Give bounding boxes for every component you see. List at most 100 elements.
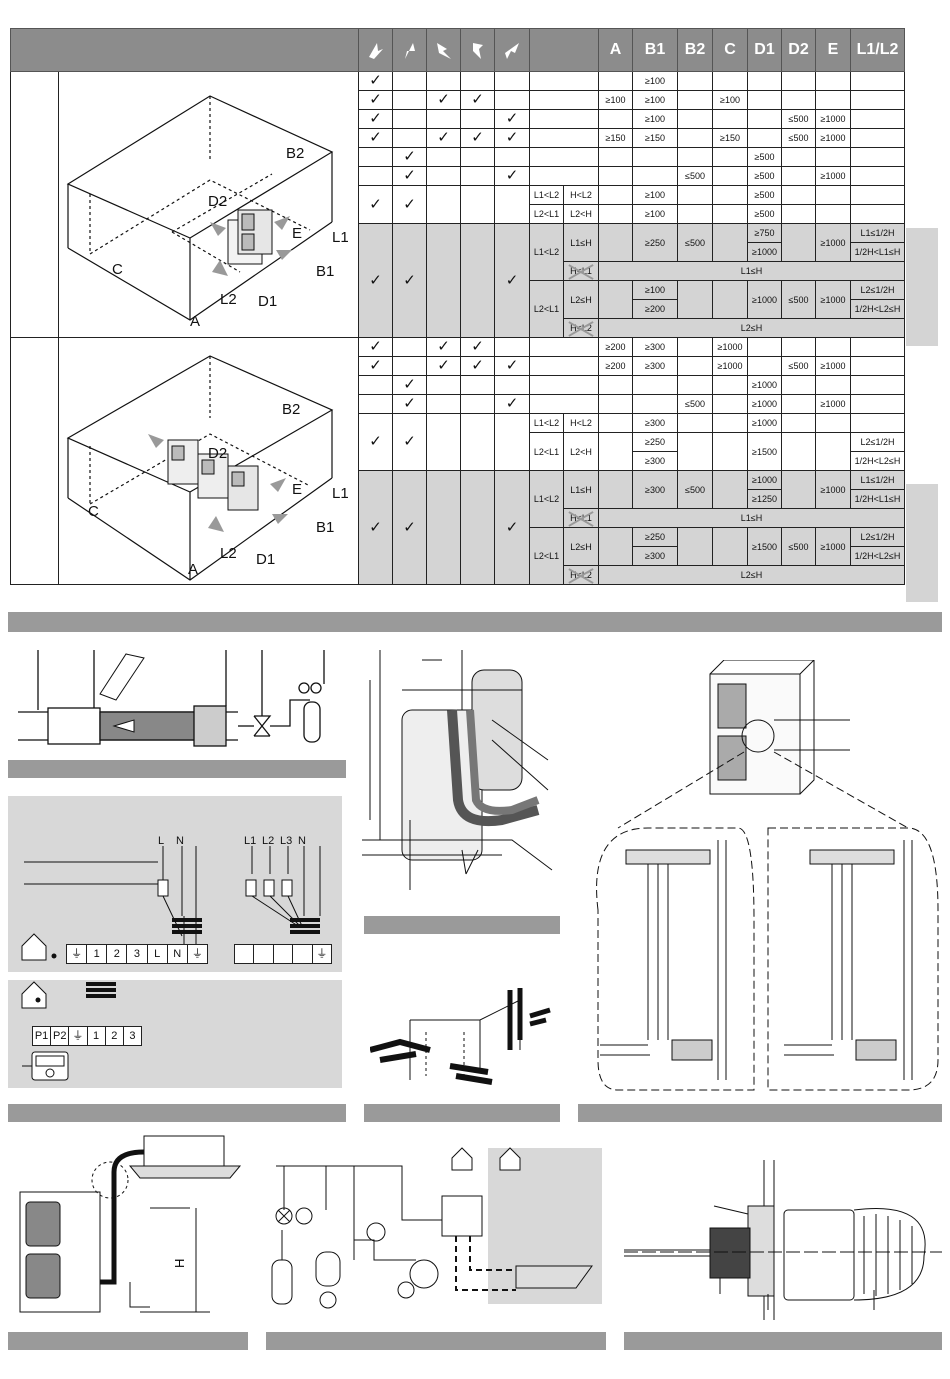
check-cell: ✓ xyxy=(460,128,495,148)
value-cell xyxy=(815,90,851,110)
header-col-l1l2: L1/L2 xyxy=(850,28,905,72)
header-col-b2: B2 xyxy=(677,28,713,72)
value-cell xyxy=(712,394,748,414)
value-cell: ≥1000 xyxy=(815,223,851,262)
condition-cell: L2<L1 xyxy=(529,204,564,224)
table-cell xyxy=(712,470,748,509)
check-cell xyxy=(426,470,461,585)
table-row: ✓✓✓✓≥150≥150≥150≤500≥1000 xyxy=(11,128,905,148)
value-cell xyxy=(712,204,748,224)
table-cell xyxy=(850,413,905,433)
value-cell xyxy=(632,375,678,395)
value-cell: ≥100 xyxy=(632,204,678,224)
wire-label-n3: N xyxy=(298,835,306,847)
terminal-p1: P1 xyxy=(33,1027,52,1045)
house-icon-2 xyxy=(21,981,47,1009)
check-cell: ✓ xyxy=(426,356,461,376)
condition-cell: L1<L2 xyxy=(529,413,564,433)
value-cell xyxy=(850,337,905,357)
wire-label-l: L xyxy=(158,835,164,847)
check-cell: ✓ xyxy=(426,90,461,110)
check-cell: ✓ xyxy=(392,470,427,585)
label-l2: L2 xyxy=(220,291,237,308)
table-cell xyxy=(598,527,633,566)
check-cell xyxy=(460,394,495,414)
check-cell xyxy=(460,147,495,167)
value-cell xyxy=(815,204,851,224)
value-cell: ≥200 xyxy=(632,299,678,319)
value-cell xyxy=(781,90,816,110)
terminal-1: 1 xyxy=(87,945,108,963)
check-cell: ✓ xyxy=(460,90,495,110)
value-cell: ≥1000 xyxy=(815,356,851,376)
label-b2-multi: B2 xyxy=(282,401,300,418)
table-cell xyxy=(712,527,748,566)
check-cell: ✓ xyxy=(358,90,393,110)
condition-cell xyxy=(529,394,599,414)
check-cell: ✓ xyxy=(392,166,427,186)
label-b2: B2 xyxy=(286,145,304,162)
value-cell: ≥1000 xyxy=(815,166,851,186)
value-cell xyxy=(598,109,633,129)
header-col-a: A xyxy=(598,28,633,72)
value-cell xyxy=(850,185,905,205)
value-cell xyxy=(781,375,816,395)
check-cell: ✓ xyxy=(392,394,427,414)
value-cell: ≤500 xyxy=(677,223,713,262)
label-d2-multi: D2 xyxy=(208,445,227,462)
value-cell: ≥100 xyxy=(632,109,678,129)
value-cell: ≥100 xyxy=(632,90,678,110)
grey-side-bar-2 xyxy=(906,484,938,602)
check-cell: ✓ xyxy=(358,413,393,471)
section-bar-unit-detail xyxy=(578,1104,942,1122)
value-cell: ≤500 xyxy=(781,128,816,148)
terminal-2: 2 xyxy=(107,945,128,963)
value-cell xyxy=(677,109,713,129)
check-cell xyxy=(460,223,495,338)
value-cell: ≥1000 xyxy=(815,280,851,319)
value-cell xyxy=(598,204,633,224)
check-cell: ✓ xyxy=(494,356,530,376)
check-cell xyxy=(392,337,427,357)
terminal-p2: P2 xyxy=(51,1027,70,1045)
value-cell: 1/2H<L2≤H xyxy=(850,451,905,471)
terminal-n: N xyxy=(168,945,188,963)
check-cell xyxy=(494,337,530,357)
table-cell xyxy=(494,413,530,471)
airflow-icon-5 xyxy=(494,28,530,72)
value-cell xyxy=(677,90,713,110)
header-blank xyxy=(10,28,359,72)
value-cell xyxy=(747,71,782,91)
check-cell xyxy=(494,375,530,395)
check-cell: ✓ xyxy=(494,394,530,414)
terminal-blank-1 xyxy=(235,945,255,963)
table-cell xyxy=(712,413,748,433)
value-cell: ≥1000 xyxy=(747,242,782,262)
value-cell xyxy=(781,147,816,167)
house-icon-outdoor xyxy=(451,1147,473,1171)
section-bar-vacuum xyxy=(266,1332,606,1350)
table-cell xyxy=(712,280,748,319)
value-cell: 1/2H<L2≤H xyxy=(850,299,905,319)
value-cell xyxy=(747,128,782,148)
check-cell xyxy=(358,166,393,186)
value-cell: ≤500 xyxy=(677,166,713,186)
group-label-cell: L1<L2 xyxy=(529,223,564,281)
value-cell: ≥1000 xyxy=(747,470,782,490)
terminal-blank-3 xyxy=(274,945,294,963)
crossed-condition-cell: H<L2 xyxy=(563,565,599,585)
value-cell: ≥100 xyxy=(632,280,678,300)
value-cell: L1≤1/2H xyxy=(850,470,905,490)
value-cell xyxy=(781,204,816,224)
check-cell xyxy=(392,128,427,148)
value-cell: ≥1500 xyxy=(747,432,782,471)
value-cell xyxy=(781,394,816,414)
house-icon xyxy=(21,933,47,961)
diagram-cell xyxy=(58,71,359,338)
check-cell xyxy=(426,394,461,414)
value-cell xyxy=(747,90,782,110)
condition-cell xyxy=(529,337,599,357)
value-cell: ≥1000 xyxy=(747,413,782,433)
